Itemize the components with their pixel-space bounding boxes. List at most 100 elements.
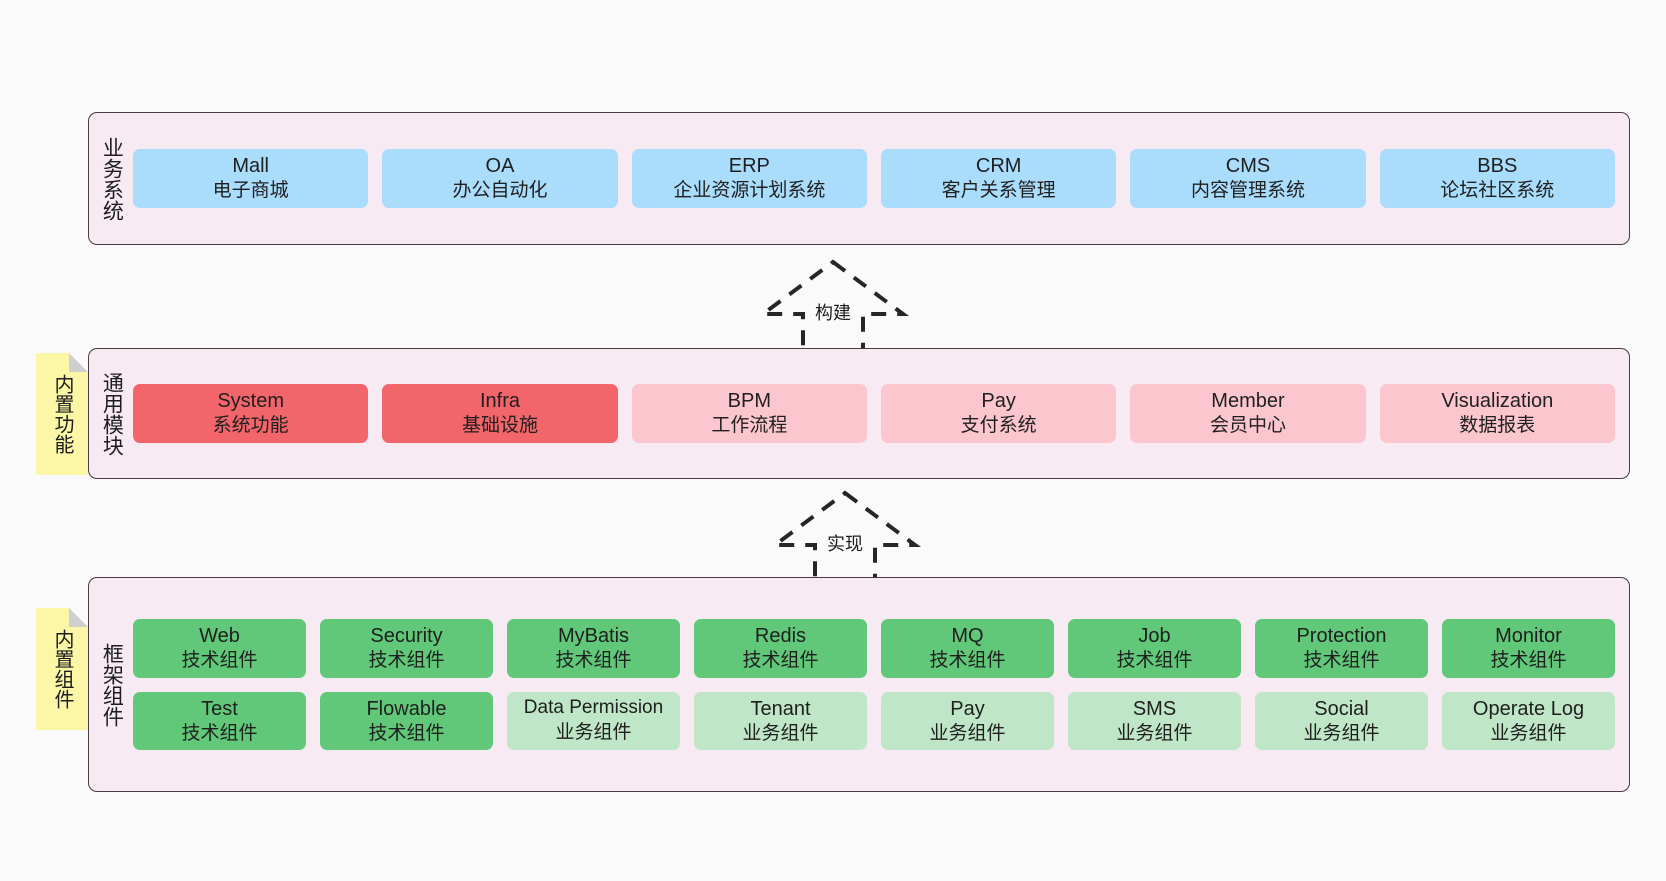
card-crm-cn: 客户关系管理 xyxy=(941,180,1056,202)
card-erp-cn: 企业资源计划系统 xyxy=(673,180,826,202)
card-protection[interactable]: Protection 技术组件 xyxy=(1255,618,1428,678)
card-job-cn: 技术组件 xyxy=(1116,649,1193,671)
card-bpm-cn: 工作流程 xyxy=(711,415,788,437)
layer-business-body: Mall 电子商城 OA 办公自动化 ERP 企业资源计划系统 CRM 客户关系… xyxy=(133,113,1629,244)
card-cms-en: CMS xyxy=(1225,155,1271,178)
card-monitor[interactable]: Monitor 技术组件 xyxy=(1442,618,1615,678)
card-oa-cn: 办公自动化 xyxy=(452,180,548,202)
layer-framework-body: Web 技术组件 Security 技术组件 MyBatis 技术组件 Redi… xyxy=(133,578,1629,791)
card-operate-log[interactable]: Operate Log 业务组件 xyxy=(1442,691,1615,751)
card-flowable-cn: 技术组件 xyxy=(368,722,445,744)
card-bpm[interactable]: BPM 工作流程 xyxy=(631,384,867,443)
layer-framework-title: 框架组件 xyxy=(100,642,124,727)
card-system-cn: 系统功能 xyxy=(212,415,289,437)
card-pay-module-en: Pay xyxy=(981,390,1016,413)
card-bpm-en: BPM xyxy=(727,390,771,413)
card-tenant[interactable]: Tenant 业务组件 xyxy=(694,691,867,751)
card-system-en: System xyxy=(217,390,284,413)
card-pay-component-en: Pay xyxy=(950,697,985,720)
card-mall-en: Mall xyxy=(232,155,269,178)
arrow-implement: 实现 xyxy=(768,489,922,586)
card-operate-log-cn: 业务组件 xyxy=(1490,722,1567,744)
card-visualization-cn: 数据报表 xyxy=(1459,415,1536,437)
card-sms[interactable]: SMS 业务组件 xyxy=(1068,691,1241,751)
layer-business-systems: 业务系统 Mall 电子商城 OA 办公自动化 ERP 企业资源计划系统 CRM xyxy=(88,112,1630,245)
card-member-cn: 会员中心 xyxy=(1209,415,1286,437)
card-visualization-en: Visualization xyxy=(1441,390,1554,413)
card-web[interactable]: Web 技术组件 xyxy=(133,618,306,678)
card-social-en: Social xyxy=(1314,697,1369,720)
card-data-permission-cn: 业务组件 xyxy=(555,721,632,743)
card-security-en: Security xyxy=(370,624,443,647)
card-infra[interactable]: Infra 基础设施 xyxy=(382,384,618,443)
card-infra-cn: 基础设施 xyxy=(461,415,538,437)
card-protection-cn: 技术组件 xyxy=(1303,649,1380,671)
framework-tech-row: Web 技术组件 Security 技术组件 MyBatis 技术组件 Redi… xyxy=(133,618,1615,678)
card-security[interactable]: Security 技术组件 xyxy=(320,618,493,678)
card-mall-cn: 电子商城 xyxy=(212,180,289,202)
business-card-row: Mall 电子商城 OA 办公自动化 ERP 企业资源计划系统 CRM 客户关系… xyxy=(133,149,1615,208)
card-cms[interactable]: CMS 内容管理系统 xyxy=(1130,149,1366,208)
card-erp[interactable]: ERP 企业资源计划系统 xyxy=(631,149,867,208)
card-crm[interactable]: CRM 客户关系管理 xyxy=(880,149,1117,208)
note-builtin-functions-label: 内置功能 xyxy=(51,374,73,454)
card-oa-en: OA xyxy=(485,155,515,178)
note-builtin-components-label: 内置组件 xyxy=(51,629,73,709)
arrow-build: 构建 xyxy=(756,258,910,355)
card-pay-module-cn: 支付系统 xyxy=(960,415,1037,437)
card-oa[interactable]: OA 办公自动化 xyxy=(382,149,618,208)
layer-modules-body: System 系统功能 Infra 基础设施 BPM 工作流程 Pay 支付系统… xyxy=(133,349,1629,478)
card-mall[interactable]: Mall 电子商城 xyxy=(133,149,369,208)
layer-modules-title: 通用模块 xyxy=(100,371,124,456)
card-test[interactable]: Test 技术组件 xyxy=(133,691,306,751)
card-flowable[interactable]: Flowable 技术组件 xyxy=(320,691,493,751)
card-social[interactable]: Social 业务组件 xyxy=(1255,691,1428,751)
card-mq[interactable]: MQ 技术组件 xyxy=(881,618,1054,678)
card-security-cn: 技术组件 xyxy=(368,649,445,671)
card-mybatis-en: MyBatis xyxy=(557,624,630,647)
card-cms-cn: 内容管理系统 xyxy=(1190,180,1305,202)
card-test-cn: 技术组件 xyxy=(181,722,258,744)
card-mq-en: MQ xyxy=(951,624,984,647)
card-redis[interactable]: Redis 技术组件 xyxy=(694,618,867,678)
layer-framework-components: 框架组件 Web 技术组件 Security 技术组件 MyBatis 技术组件… xyxy=(88,577,1630,792)
card-redis-en: Redis xyxy=(754,624,807,647)
card-member-en: Member xyxy=(1211,390,1285,413)
card-pay-module[interactable]: Pay 支付系统 xyxy=(880,384,1117,443)
card-mybatis-cn: 技术组件 xyxy=(555,649,632,671)
note-builtin-functions: 内置功能 xyxy=(36,353,88,475)
card-bbs[interactable]: BBS 论坛社区系统 xyxy=(1379,149,1615,208)
card-job-en: Job xyxy=(1138,624,1171,647)
card-data-permission-en: Data Permission xyxy=(523,697,664,719)
card-infra-en: Infra xyxy=(479,390,520,413)
card-tenant-en: Tenant xyxy=(750,697,811,720)
card-flowable-en: Flowable xyxy=(366,697,447,720)
card-crm-en: CRM xyxy=(975,155,1022,178)
card-system[interactable]: System 系统功能 xyxy=(133,384,369,443)
card-sms-en: SMS xyxy=(1132,697,1177,720)
card-job[interactable]: Job 技术组件 xyxy=(1068,618,1241,678)
card-mybatis[interactable]: MyBatis 技术组件 xyxy=(507,618,680,678)
card-web-cn: 技术组件 xyxy=(181,649,258,671)
card-operate-log-en: Operate Log xyxy=(1472,697,1585,720)
card-pay-component-cn: 业务组件 xyxy=(929,722,1006,744)
card-test-en: Test xyxy=(201,697,238,720)
card-mq-cn: 技术组件 xyxy=(929,649,1006,671)
module-card-row: System 系统功能 Infra 基础设施 BPM 工作流程 Pay 支付系统… xyxy=(133,384,1615,443)
arrow-build-shape xyxy=(756,259,910,355)
card-protection-en: Protection xyxy=(1296,624,1387,647)
card-member[interactable]: Member 会员中心 xyxy=(1130,384,1366,443)
layer-business-title: 业务系统 xyxy=(100,136,124,221)
card-tenant-cn: 业务组件 xyxy=(742,722,819,744)
card-pay-component[interactable]: Pay 业务组件 xyxy=(881,691,1054,751)
card-monitor-en: Monitor xyxy=(1495,624,1562,647)
card-visualization[interactable]: Visualization 数据报表 xyxy=(1379,384,1615,443)
card-web-en: Web xyxy=(199,624,240,647)
card-data-permission[interactable]: Data Permission 业务组件 xyxy=(507,691,680,751)
layer-general-modules: 通用模块 System 系统功能 Infra 基础设施 BPM 工作流程 Pay xyxy=(88,348,1630,479)
card-bbs-en: BBS xyxy=(1477,155,1518,178)
card-social-cn: 业务组件 xyxy=(1303,722,1380,744)
arrow-implement-shape xyxy=(768,490,922,586)
card-sms-cn: 业务组件 xyxy=(1116,722,1193,744)
